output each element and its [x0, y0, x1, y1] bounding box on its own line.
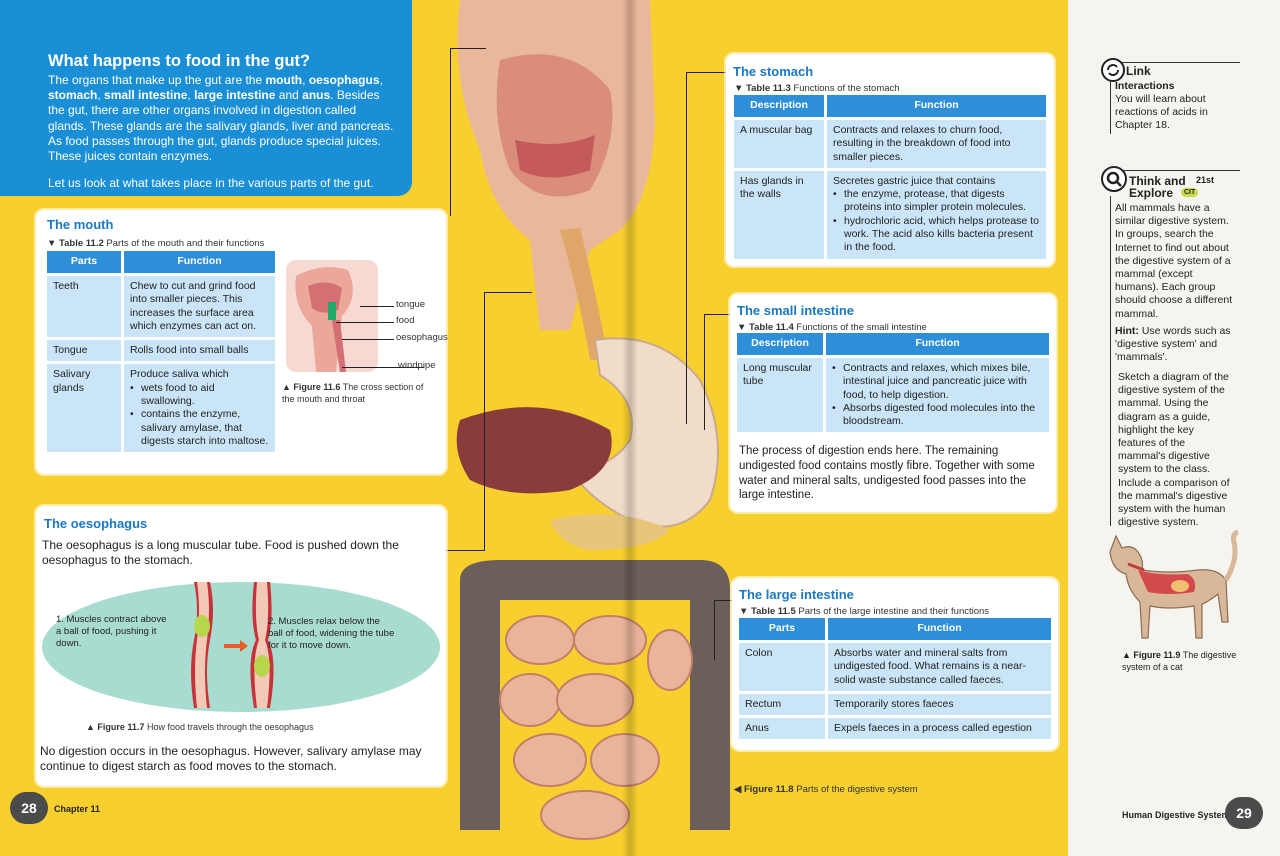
hint-text: Hint: Use words such as 'digestive syste…	[1115, 325, 1231, 364]
table-header: Parts	[739, 618, 825, 640]
think-text-3: Sketch a diagram of the digestive system…	[1118, 371, 1230, 529]
table-row: Teeth Chew to cut and grind food into sm…	[47, 276, 275, 338]
leader-line	[714, 600, 732, 601]
left-footer-label: Chapter 11	[54, 804, 101, 814]
label-leader	[360, 306, 394, 307]
table-caption: ▼ Table 11.3 Functions of the stomach	[734, 83, 900, 94]
oesophagus-box: The oesophagus The oesophagus is a long …	[36, 506, 446, 786]
right-page-number: 29	[1225, 797, 1263, 829]
right-footer-label: Human Digestive System	[1122, 810, 1230, 820]
think-badge: 21st	[1196, 175, 1215, 185]
step-2-text: 2. Muscles relax below the ball of food,…	[268, 616, 395, 651]
table-row: Tongue Rolls food into small balls	[47, 340, 275, 362]
label-leader	[342, 339, 394, 340]
digestive-system-illustration	[456, 0, 730, 840]
think-title-1: Think and	[1129, 174, 1186, 188]
table-header: Function	[827, 95, 1046, 117]
table-caption: ▼ Table 11.2 Parts of the mouth and thei…	[47, 238, 265, 249]
intro-paragraph: The organs that make up the gut are the …	[48, 73, 394, 164]
table-header: Function	[124, 251, 275, 273]
leader-line	[450, 48, 451, 216]
sidebar-vrule	[1110, 196, 1111, 526]
link-subtitle: Interactions	[1115, 80, 1175, 92]
mouth-figure: tongue food oesophagus windpipe ▲ Figure…	[282, 250, 448, 470]
leader-line	[450, 48, 486, 49]
think-text-1: All mammals have a similar digestive sys…	[1115, 202, 1233, 320]
label-leader	[336, 322, 394, 323]
think-explore-icon	[1101, 166, 1127, 192]
leader-line	[704, 314, 730, 315]
small-intestine-table: Description Function Long muscular tube …	[734, 330, 1052, 435]
oesophagus-tail: No digestion occurs in the oesophagus. H…	[40, 744, 422, 773]
step-1-text: 1. Muscles contract above a ball of food…	[56, 614, 167, 649]
table-row: Colon Absorbs water and mineral salts fr…	[739, 643, 1051, 691]
small-intestine-box: The small intestine ▼ Table 11.4 Functio…	[730, 294, 1056, 512]
table-row: A muscular bag Contracts and relaxes to …	[734, 120, 1046, 168]
mouth-table: Parts Function Teeth Chew to cut and gri…	[44, 248, 278, 455]
small-intestine-paragraph: The process of digestion ends here. The …	[739, 445, 1035, 502]
leader-line	[704, 314, 705, 430]
peristalsis-illustration	[191, 582, 274, 708]
cat-digestive-illustration	[1109, 530, 1239, 639]
think-title-2: Explore	[1129, 186, 1174, 200]
oesophagus-title: The oesophagus	[44, 516, 148, 531]
mouth-title: The mouth	[47, 217, 114, 232]
think-badge-2: CIT	[1181, 188, 1199, 197]
oesophagus-lead: The oesophagus is a long muscular tube. …	[42, 538, 399, 567]
mouth-box: The mouth ▼ Table 11.2 Parts of the mout…	[36, 210, 448, 474]
table-header: Description	[737, 333, 823, 355]
leader-line	[714, 600, 715, 660]
table-caption: ▼ Table 11.5 Parts of the large intestin…	[739, 606, 990, 617]
leader-line	[686, 72, 726, 73]
table-header: Function	[826, 333, 1049, 355]
table-caption: ▼ Table 11.4 Functions of the small inte…	[737, 322, 927, 333]
stomach-table: Description Function A muscular bag Cont…	[731, 92, 1049, 262]
small-intestine-title: The small intestine	[737, 303, 855, 318]
large-intestine-title: The large intestine	[739, 587, 854, 602]
label-leader	[342, 367, 424, 368]
cat-figure-caption: ▲ Figure 11.9 The digestive system of a …	[1122, 650, 1237, 672]
table-header: Parts	[47, 251, 121, 273]
leader-line	[686, 72, 687, 424]
sidebar-background	[1068, 0, 1280, 856]
table-header: Description	[734, 95, 824, 117]
figure-caption: ▲ Figure 11.7 How food travels through t…	[86, 722, 314, 732]
figure-11-8-caption: ◀ Figure 11.8 Parts of the digestive sys…	[734, 784, 918, 795]
link-icon	[1101, 58, 1125, 82]
label-oesophagus: oesophagus	[396, 332, 448, 343]
leader-line	[484, 292, 485, 550]
sidebar-rule	[1110, 62, 1240, 63]
large-intestine-box: The large intestine ▼ Table 11.5 Parts o…	[732, 578, 1058, 750]
table-row: Long muscular tube Contracts and relaxes…	[737, 358, 1049, 433]
table-row: Anus Expels faeces in a process called e…	[739, 718, 1051, 740]
intro-paragraph-2: Let us look at what takes place in the v…	[48, 176, 374, 191]
table-row: Rectum Temporarily stores faeces	[739, 693, 1051, 716]
sidebar-rule	[1110, 170, 1240, 171]
link-title: Link	[1126, 64, 1151, 78]
table-row: Salivary glands Produce saliva which wet…	[47, 364, 275, 453]
sidebar-vrule	[1110, 80, 1111, 134]
label-food: food	[396, 315, 415, 326]
left-page-number: 28	[10, 792, 48, 824]
label-tongue: tongue	[396, 299, 426, 310]
mouth-cross-section-illustration	[286, 260, 378, 372]
figure-caption: ▲ Figure 11.6 The cross section of the m…	[282, 382, 424, 404]
stomach-box: The stomach ▼ Table 11.3 Functions of th…	[726, 54, 1054, 266]
page-gutter	[622, 0, 638, 856]
stomach-title: The stomach	[733, 64, 814, 79]
table-header: Function	[828, 618, 1051, 640]
leader-line	[484, 292, 532, 293]
label-windpipe: windpipe	[398, 360, 436, 371]
intro-box: What happens to food in the gut? The org…	[0, 0, 412, 196]
link-text: You will learn about reactions of acids …	[1115, 93, 1208, 132]
leader-line	[446, 550, 485, 551]
table-row: Has glands in the walls Secretes gastric…	[734, 170, 1046, 259]
intro-title: What happens to food in the gut?	[48, 52, 311, 70]
large-intestine-table: Parts Function Colon Absorbs water and m…	[736, 615, 1054, 742]
